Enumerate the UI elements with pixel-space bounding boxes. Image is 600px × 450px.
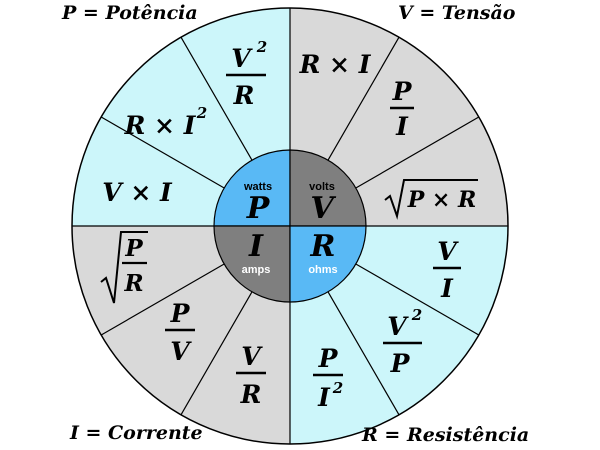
center-hub: watts P volts V I amps R ohms (213, 149, 367, 303)
svg-text:V: V (387, 312, 409, 341)
outer-sector (181, 291, 290, 444)
svg-text:I: I (317, 383, 331, 412)
center-letter-r: R (310, 229, 336, 264)
formula-v-times-i: V × I (102, 178, 173, 207)
formula-sqrt-p-times-r: P × R (384, 179, 478, 220)
center-current-quadrant (213, 225, 291, 303)
sector-divider (180, 36, 253, 161)
volts-label: volts (309, 181, 335, 193)
corner-symbol: R (362, 424, 378, 446)
formula-v2-over-r: V 2 R (226, 38, 267, 110)
svg-text:2: 2 (411, 306, 422, 324)
formula-p-over-i2: P I 2 (313, 344, 343, 412)
sector-divider (355, 263, 480, 336)
svg-text:R: R (123, 270, 143, 297)
center-power-quadrant (213, 149, 291, 227)
svg-text:P: P (392, 77, 413, 106)
svg-text:I: I (440, 274, 454, 303)
svg-text:V: V (231, 44, 253, 73)
outer-sector (181, 8, 290, 161)
outer-sector (72, 117, 225, 226)
corner-symbol: I (70, 422, 79, 444)
center-resistance-quadrant (289, 225, 367, 303)
sector-divider (355, 116, 480, 189)
svg-text:2: 2 (256, 38, 267, 56)
outer-sector (101, 264, 253, 415)
svg-text:V: V (241, 342, 263, 371)
center-voltage-quadrant (289, 149, 367, 227)
outer-sectors (72, 8, 508, 444)
formula-r-times-i: R × I (299, 50, 372, 79)
svg-text:P: P (318, 344, 339, 373)
corner-name: Potência (105, 2, 198, 24)
corner-label-resistance: R = Resistência (362, 424, 530, 446)
svg-text:P × R: P × R (407, 187, 477, 213)
sector-divider (327, 36, 400, 161)
outer-sector (290, 291, 399, 444)
outer-sector (328, 264, 479, 415)
corner-name: Corrente (108, 422, 203, 444)
outer-sector (290, 8, 399, 161)
svg-text:P: P (390, 349, 411, 378)
svg-text:P: P (124, 235, 143, 262)
corner-label-current: I = Corrente (70, 422, 203, 444)
svg-text:V: V (170, 337, 192, 366)
sector-divider (100, 263, 225, 336)
center-letter-p: P (246, 191, 271, 226)
svg-text:2: 2 (196, 104, 207, 122)
formula-v2-over-p: V 2 P (383, 306, 422, 378)
corner-symbol: P (62, 2, 77, 24)
svg-text:R: R (240, 380, 262, 409)
formula-r-times-i2: R × I 2 (124, 104, 208, 140)
formula-v-over-i: V I (433, 237, 461, 303)
outer-ring (71, 7, 509, 445)
corner-name: Resistência (406, 424, 530, 446)
sector-divider (100, 116, 225, 189)
svg-text:2: 2 (332, 379, 343, 397)
svg-text:R: R (233, 81, 255, 110)
outer-sector (328, 37, 479, 188)
amps-label: amps (242, 264, 271, 276)
center-letter-v: V (310, 191, 336, 226)
outer-sector (101, 37, 253, 188)
formula-v-over-r: V R (236, 342, 266, 409)
outer-sector (355, 226, 508, 335)
corner-symbol: V (398, 2, 413, 24)
sector-divider (327, 291, 400, 416)
svg-text:I: I (395, 112, 409, 141)
watts-label: watts (243, 181, 272, 193)
formula-p-over-v: P V (165, 299, 195, 366)
sector-dividers (72, 8, 508, 444)
ohms-label: ohms (308, 264, 337, 276)
corner-label-power: P = Potência (62, 2, 198, 24)
formula-p-over-i: P I (390, 77, 414, 141)
outer-sector (72, 226, 225, 335)
sector-divider (180, 291, 253, 416)
svg-text:V: V (437, 237, 459, 266)
corner-label-voltage: V = Tensão (398, 2, 516, 24)
svg-text:P: P (170, 299, 191, 328)
outer-sector (355, 117, 508, 226)
formula-sqrt-p-over-r: P R (100, 231, 148, 304)
corner-name: Tensão (441, 2, 516, 24)
center-letter-i: I (248, 229, 264, 264)
svg-text:R × I: R × I (124, 111, 197, 140)
